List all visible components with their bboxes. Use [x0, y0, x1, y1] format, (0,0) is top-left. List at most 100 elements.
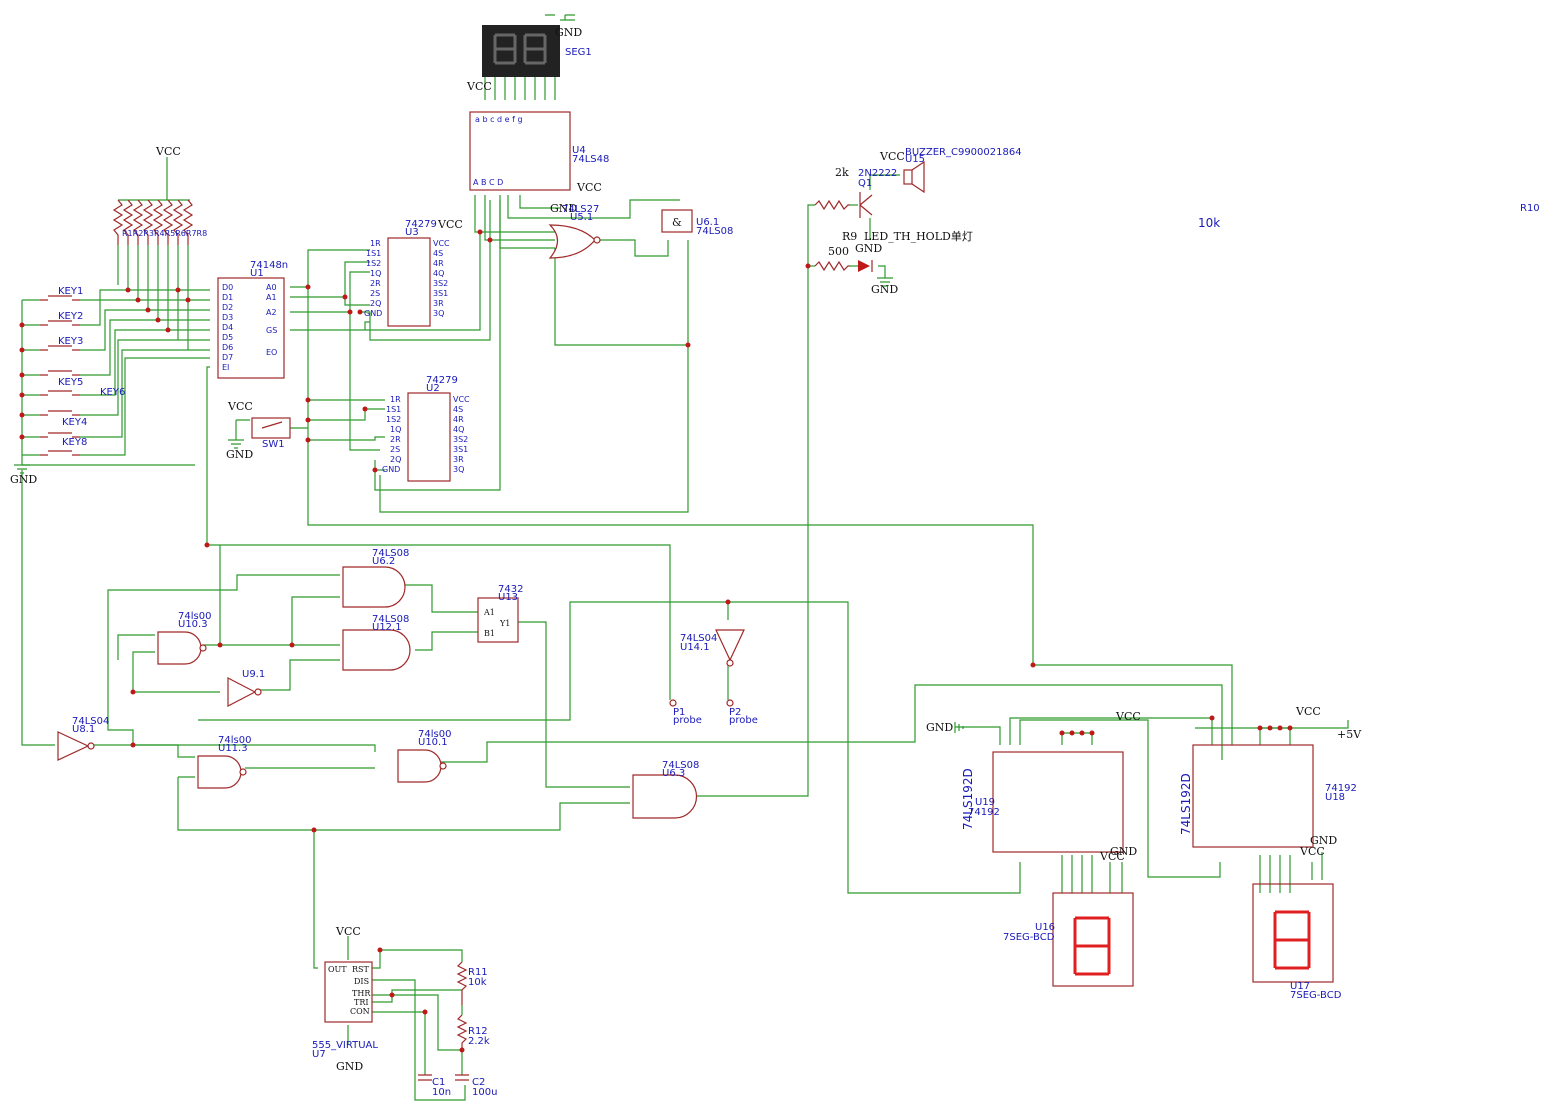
- u5-name: U5.1: [570, 212, 593, 223]
- svg-text:3Q: 3Q: [433, 309, 444, 318]
- svg-text:4S: 4S: [453, 405, 463, 414]
- u63-and-gate: 74LS08 U6.3: [632, 760, 699, 819]
- svg-text:D5: D5: [222, 333, 233, 342]
- u62-and-gate: 74LS08 U6.2: [342, 548, 409, 608]
- svg-text:1Q: 1Q: [390, 425, 401, 434]
- u5-type: 74LS27: [562, 204, 599, 215]
- u1-name: U1: [250, 268, 264, 279]
- svg-text:D4: D4: [222, 323, 233, 332]
- u62-type: 74LS08: [372, 548, 409, 559]
- key5-label: KEY5: [58, 377, 83, 388]
- u91-label: U9.1: [242, 669, 265, 680]
- p5v-label: +5V: [1337, 728, 1362, 741]
- u62-name: U6.2: [372, 556, 395, 567]
- key1-label: KEY1: [58, 286, 83, 297]
- u103-type: 74ls00: [178, 611, 211, 622]
- svg-text:VCC: VCC: [433, 239, 450, 248]
- sw1-gnd: GND: [226, 448, 253, 461]
- u2-type: 74279: [426, 375, 458, 386]
- buzzer-vcc: VCC: [879, 150, 905, 163]
- svg-text:D3: D3: [222, 313, 233, 322]
- u63-name: U6.3: [662, 768, 685, 779]
- svg-text:GS: GS: [266, 326, 277, 335]
- c1-value: 10n: [432, 1087, 451, 1098]
- svg-text:1S2: 1S2: [386, 415, 401, 424]
- p2-label: P2: [729, 707, 741, 718]
- u141-inverter: 74LS04 U14.1: [680, 629, 745, 667]
- u1-type: 74148n: [250, 260, 288, 271]
- u19-gnd2: GND: [1110, 845, 1137, 858]
- svg-text:3S1: 3S1: [453, 445, 468, 454]
- r11-label: R11: [468, 967, 488, 978]
- u3-type: 74279: [405, 219, 437, 230]
- u81-name: U8.1: [72, 724, 95, 735]
- u5-nor-gate: U5.1 74LS27 VCC: [548, 181, 602, 259]
- u121-name: U12.1: [372, 622, 402, 633]
- p2-probe: probe: [729, 715, 758, 726]
- svg-text:D1: D1: [222, 293, 233, 302]
- svg-text:D7: D7: [222, 353, 233, 362]
- svg-text:VCC: VCC: [453, 395, 470, 404]
- svg-text:TRI: TRI: [354, 998, 369, 1007]
- r10-label: R10: [1520, 203, 1540, 214]
- u18-vcc: VCC: [1295, 705, 1321, 718]
- svg-text:B1: B1: [484, 629, 495, 638]
- u113-nand-gate: 74ls00 U11.3: [197, 735, 251, 789]
- u13-or-gate: A1 Y1 B1 7432 U13: [477, 584, 523, 643]
- u18-counter: 74LS192D U18 74192 VCC +5V GND VCC: [1179, 705, 1362, 858]
- u19-gnd: GND: [926, 721, 953, 734]
- svg-text:OUT: OUT: [328, 965, 347, 974]
- r-2k-label: 2k: [835, 166, 849, 179]
- svg-text:2Q: 2Q: [370, 299, 381, 308]
- u4-decoder: VCC U4 74LS48 A B C D a b c d e f g GND: [466, 80, 609, 215]
- u17-7seg: U17 7SEG-BCD: [1252, 883, 1342, 1001]
- svg-text:1S1: 1S1: [386, 405, 401, 414]
- p1-probe: probe: [673, 715, 702, 726]
- svg-text:3R: 3R: [453, 455, 464, 464]
- svg-text:Y1: Y1: [499, 619, 510, 628]
- u81-inverter: 74LS04 U8.1: [57, 716, 109, 761]
- c2-value: 100u: [472, 1087, 497, 1098]
- u101-name: U10.1: [418, 737, 448, 748]
- c2-label: C2: [472, 1077, 485, 1088]
- r12-label: R12: [468, 1026, 488, 1037]
- buzzer-section: 2k 2N2222 Q1 VCC BUZZER_C9900021864 U15 …: [814, 147, 1022, 296]
- u19-name: U19: [975, 797, 995, 808]
- u19-type: 74192: [968, 807, 1000, 818]
- svg-text:2R: 2R: [370, 279, 381, 288]
- u16-name: U16: [1035, 922, 1055, 933]
- u101-type: 74ls00: [418, 729, 451, 740]
- u4-gnd: GND: [550, 202, 577, 215]
- svg-text:3S2: 3S2: [433, 279, 448, 288]
- svg-text:&: &: [672, 216, 682, 229]
- key3-label: KEY3: [58, 336, 83, 347]
- svg-text:A2: A2: [266, 308, 277, 317]
- u7-type: 555_VIRTUAL: [312, 1040, 378, 1051]
- svg-text:GND: GND: [364, 309, 382, 318]
- u3-vcc: VCC: [437, 218, 463, 231]
- r11-value: 10k: [468, 977, 487, 988]
- u18-big: 74LS192D: [1179, 773, 1193, 835]
- u4-type: 74LS48: [572, 154, 609, 165]
- u18-gnd: GND: [1310, 834, 1337, 847]
- svg-text:3Q: 3Q: [453, 465, 464, 474]
- svg-text:GND: GND: [382, 465, 400, 474]
- r10-value: 10k: [1198, 216, 1220, 230]
- key2-label: KEY2: [58, 311, 83, 322]
- svg-text:2S: 2S: [370, 289, 380, 298]
- svg-text:2R: 2R: [390, 435, 401, 444]
- q1-label: Q1: [858, 178, 872, 189]
- led-gnd-2: GND: [871, 283, 898, 296]
- u63-type: 74LS08: [662, 760, 699, 771]
- u141-name: U14.1: [680, 642, 710, 653]
- svg-text:1R: 1R: [390, 395, 401, 404]
- u19-vcc: VCC: [1115, 710, 1141, 723]
- u13-type: 7432: [498, 584, 523, 595]
- u103-name: U10.3: [178, 619, 208, 630]
- u7-name: U7: [312, 1049, 326, 1060]
- svg-text:1R: 1R: [370, 239, 381, 248]
- u7-555-timer: OUT RST DIS THR TRI CON VCC 555_VIRTUAL …: [312, 925, 378, 1073]
